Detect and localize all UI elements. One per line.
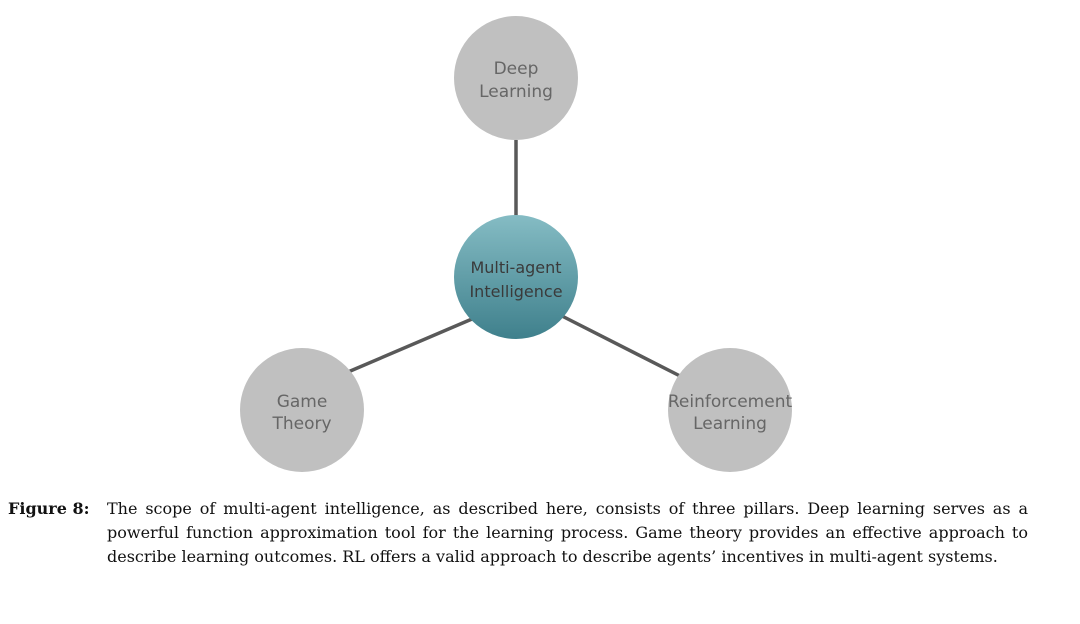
node-reinforcement-learning: Reinforcement Learning <box>668 348 793 472</box>
node-game-theory-line2: Theory <box>271 414 331 434</box>
node-center-line1: Multi-agent <box>470 258 561 277</box>
node-reinforcement-learning-line2: Learning <box>693 414 767 434</box>
node-reinforcement-learning-line1: Reinforcement <box>668 392 793 412</box>
connector-game-theory <box>347 317 473 374</box>
node-deep-learning-line2: Learning <box>479 82 553 102</box>
node-deep-learning-line1: Deep <box>494 59 539 79</box>
node-deep-learning: Deep Learning <box>454 16 578 140</box>
figure-caption: Figure 8: The scope of multi-agent intel… <box>8 497 1028 569</box>
connector-reinforcement-learning <box>561 314 683 379</box>
node-center-line2: Intelligence <box>469 282 562 301</box>
caption-label: Figure 8: <box>8 499 90 518</box>
node-game-theory-line1: Game <box>277 392 328 412</box>
node-multi-agent-intelligence: Multi-agent Intelligence <box>454 215 578 339</box>
caption-text: The scope of multi-agent intelligence, a… <box>107 499 1028 566</box>
pillars-diagram: Deep Learning Game Theory Reinforcement … <box>240 16 793 472</box>
node-game-theory: Game Theory <box>240 348 364 472</box>
